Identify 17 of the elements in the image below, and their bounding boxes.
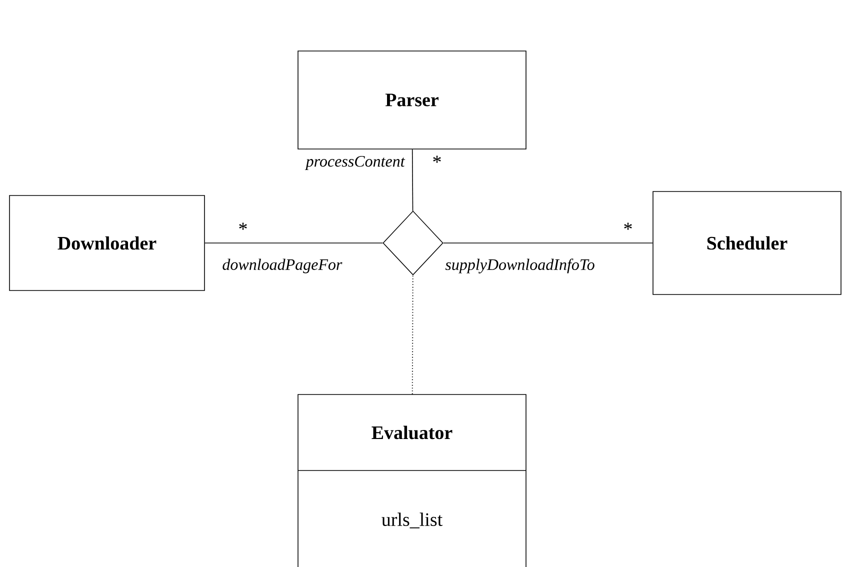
association-line <box>412 149 414 212</box>
association-line <box>443 242 653 244</box>
class-box <box>298 394 526 567</box>
class-box: Parser <box>298 50 526 150</box>
multiplicity: * <box>624 222 632 230</box>
class-box: Scheduler <box>652 191 842 295</box>
association-line <box>412 274 414 395</box>
class-name: Evaluator <box>372 426 452 440</box>
attribute-text: urls_list <box>382 512 442 528</box>
association-line <box>204 242 383 244</box>
role-name: processContent <box>304 156 406 170</box>
class-box: Downloader <box>9 195 205 291</box>
multiplicity: * <box>239 222 247 230</box>
multiplicity: * <box>433 156 441 163</box>
role-name: supplyDownloadInfoTo <box>445 258 594 274</box>
role-name: downloadPageFor <box>222 258 342 274</box>
association-diamond <box>382 210 444 276</box>
